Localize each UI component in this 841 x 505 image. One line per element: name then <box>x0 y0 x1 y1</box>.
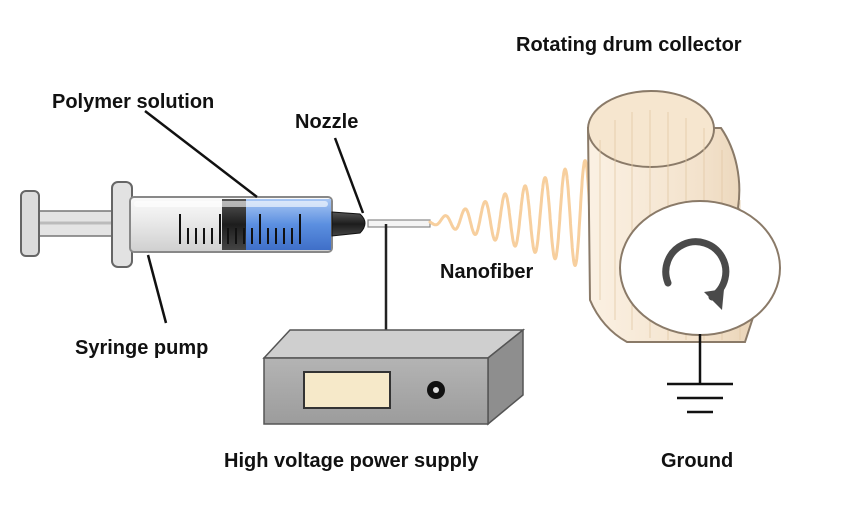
syringe <box>20 181 431 268</box>
rotation-arrow-icon <box>662 238 730 310</box>
power-supply-top <box>262 329 526 359</box>
leader-polymer-solution <box>144 110 258 198</box>
ground-symbol-icon <box>667 334 733 414</box>
leader-syringe-pump <box>146 254 168 324</box>
power-supply-box <box>262 224 526 426</box>
needle <box>367 219 431 228</box>
leader-nozzle <box>333 137 365 214</box>
plunger-seal <box>222 199 246 250</box>
label-polymer-solution: Polymer solution <box>52 91 215 113</box>
label-high-voltage-power-supply: High voltage power supply <box>224 450 479 472</box>
nozzle-hub <box>331 211 366 237</box>
leader-lines <box>144 110 365 324</box>
drum-top-cap <box>587 90 715 168</box>
label-ground: Ground <box>661 450 734 472</box>
barrel-scale <box>179 214 301 244</box>
power-supply-display <box>303 371 391 409</box>
plunger-thumb <box>20 190 40 257</box>
label-rotating-drum-collector: Rotating drum collector <box>516 34 742 56</box>
polymer-solution-liquid <box>244 199 331 250</box>
nanofiber-jet <box>428 159 602 274</box>
rotating-drum <box>586 90 781 343</box>
label-nozzle: Nozzle <box>295 111 359 133</box>
drum-front-face <box>619 200 781 336</box>
power-knob-icon <box>427 381 445 399</box>
label-syringe-pump: Syringe pump <box>75 337 209 359</box>
label-nanofiber: Nanofiber <box>440 261 534 283</box>
